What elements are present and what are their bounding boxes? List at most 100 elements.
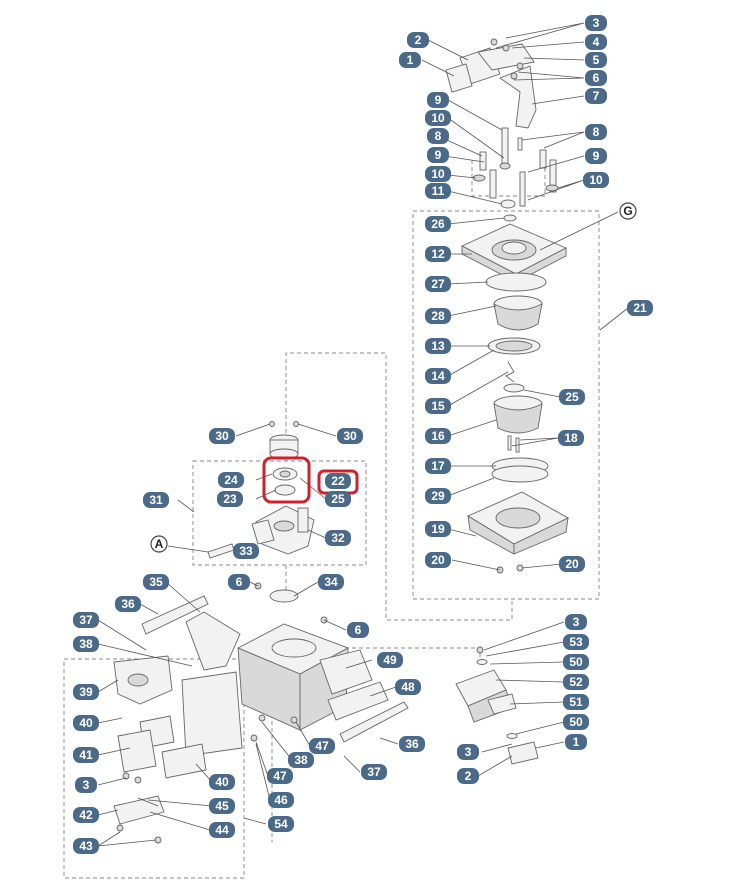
part-label-bg [395,679,421,695]
part-label-17: 17 [425,458,451,474]
part-label-10: 10 [425,166,451,182]
part-label-bg [427,128,449,144]
part-label-46: 46 [268,792,294,808]
part-label-text: 1 [573,735,580,749]
part-label-text: 3 [83,778,90,792]
housing-plate-12 [460,223,568,283]
part-label-text: 39 [79,685,93,699]
part-label-bg [399,736,425,752]
part-label-text: 3 [465,745,472,759]
part-label-25: 25 [325,491,351,507]
part-label-text: 28 [431,309,445,323]
part-label-bg [268,792,294,808]
highlight-parts-23-24 [262,456,311,504]
part-label-text: 17 [431,459,445,473]
part-label-text: 35 [149,575,163,589]
part-label-50: 50 [563,654,589,670]
part-label-bg [558,430,584,446]
part-label-text: 15 [431,399,445,413]
part-label-text: 42 [79,808,93,822]
part-label-text: 19 [431,522,445,536]
part-label-bg [325,491,351,507]
part-label-bg [288,752,314,768]
part-label-29: 29 [425,488,451,504]
callout-a: A [150,535,168,553]
part-label-bg [377,652,403,668]
part-label-11: 11 [425,183,451,199]
part-label-text: 2 [415,33,422,47]
part-label-2: 2 [407,32,429,48]
part-label-bg [337,428,363,444]
part-label-bg [115,596,141,612]
part-label-3: 3 [585,15,607,31]
part-label-bg [425,166,451,182]
part-label-bg [325,473,351,489]
part-label-bg [233,543,259,559]
part-label-text: 6 [593,71,600,85]
part-label-text: 36 [121,597,135,611]
part-label-10: 10 [583,172,609,188]
part-label-bg [73,715,99,731]
part-label-text: 25 [565,390,579,404]
part-label-51: 51 [563,694,589,710]
part-label-text: 23 [223,492,237,506]
part-label-text: 18 [564,431,578,445]
part-label-text: 36 [405,737,419,751]
frame-top-guide [471,150,546,197]
ring-stack-upper [485,272,547,393]
part-label-bg [427,92,449,108]
top-bracket-assembly [445,38,537,129]
part-label-bg [268,816,294,832]
part-label-bg [425,458,451,474]
callout-a-label: A [155,537,164,551]
part-label-bg [563,714,589,730]
part-label-bg [559,389,585,405]
part-label-bg [218,472,244,488]
part-label-38: 38 [288,752,314,768]
part-label-text: 9 [593,149,600,163]
part-label-39: 39 [73,684,99,700]
part-label-bg [585,15,607,31]
part-label-50: 50 [563,714,589,730]
part-label-text: 25 [331,492,345,506]
part-label-53: 53 [563,634,589,650]
part-label-19: 19 [425,521,451,537]
part-label-40: 40 [209,774,235,790]
part-label-text: 33 [239,544,253,558]
part-label-bg [407,32,429,48]
part-label-bg [361,764,387,780]
part-label-bg [457,768,479,784]
frame-link-upper [285,352,513,621]
part-label-text: 49 [383,653,397,667]
part-label-bg [318,574,344,590]
part-label-20: 20 [425,552,451,568]
part-label-22: 22 [325,473,351,489]
part-label-bg [73,684,99,700]
part-label-bg [309,738,335,754]
part-label-18: 18 [558,430,584,446]
cup-and-base-19 [467,395,569,574]
part-label-text: 34 [324,575,338,589]
part-label-text: 30 [215,429,229,443]
part-label-bg [143,574,169,590]
part-label-bg [425,110,451,126]
part-label-text: 46 [274,793,288,807]
part-label-10: 10 [425,110,451,126]
part-label-text: 3 [593,16,600,30]
part-label-text: 7 [593,89,600,103]
part-label-text: 11 [432,184,445,198]
part-label-bg [425,338,451,354]
part-label-38: 38 [73,636,99,652]
part-label-text: 47 [315,739,329,753]
part-label-13: 13 [425,338,451,354]
part-label-bg [585,70,607,86]
part-label-bg [563,694,589,710]
part-label-text: 51 [569,695,583,709]
main-housing [113,582,409,844]
part-label-42: 42 [73,807,99,823]
part-label-text: 30 [343,429,357,443]
part-label-text: 38 [294,753,308,767]
assembly-31-parts [207,421,315,603]
